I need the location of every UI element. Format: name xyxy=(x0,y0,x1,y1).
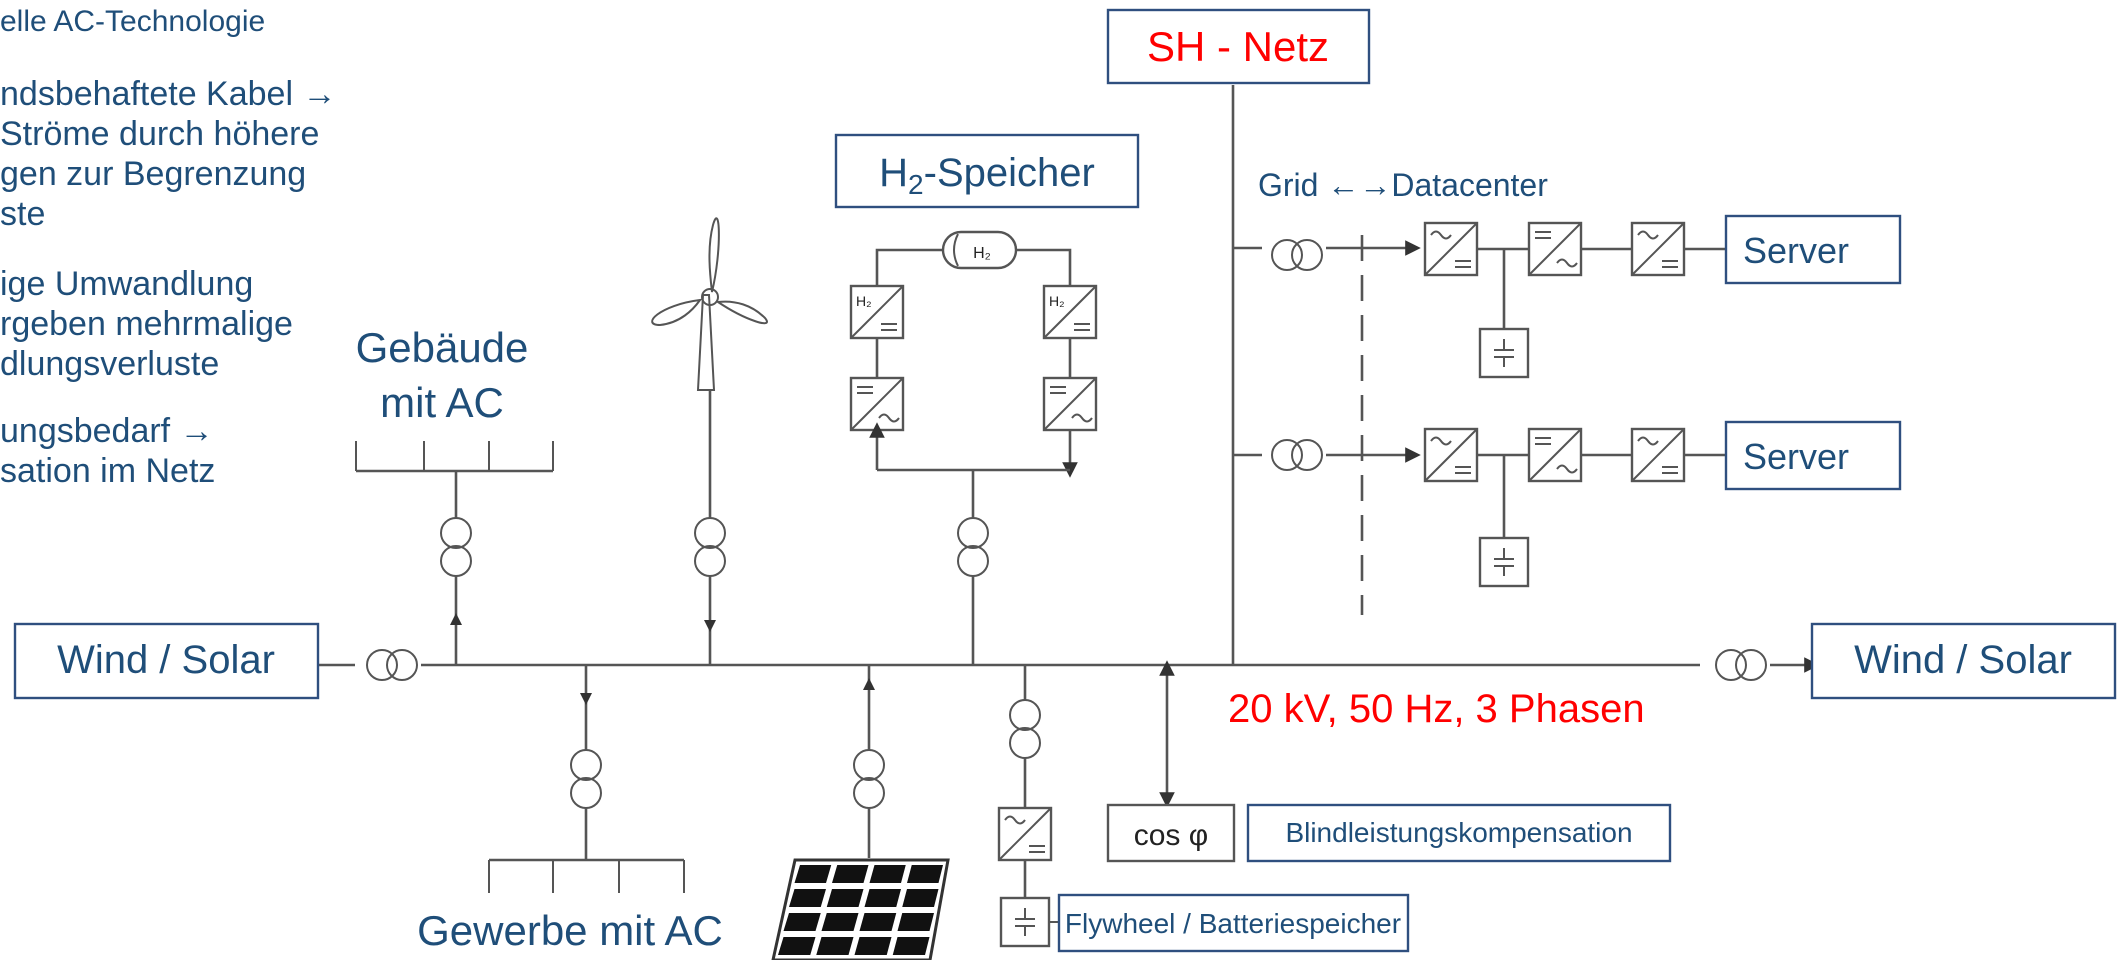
main-bus xyxy=(318,649,1820,681)
solar-cell xyxy=(789,889,826,907)
wind-turbine-icon xyxy=(651,217,768,391)
solar-cell xyxy=(869,865,906,883)
gewerbe-label: Gewerbe mit AC xyxy=(417,907,723,954)
ac-dc-converter-icon xyxy=(1423,427,1479,483)
flywheel-branch: Flywheel / Batteriespeicher xyxy=(997,665,1410,953)
arrow-icon xyxy=(580,693,592,705)
grid-spec: 20 kV, 50 Hz, 3 Phasen xyxy=(1228,687,1645,731)
sh-netz-box xyxy=(1106,8,1371,85)
solar-cell xyxy=(783,913,821,931)
wind-solar-left-label: Wind / Solar xyxy=(57,638,275,682)
h2-tank-icon: H₂ xyxy=(941,230,1018,270)
transformer-icon xyxy=(1009,699,1041,759)
left-line-2: Ströme durch höhere xyxy=(0,115,319,153)
transformer-icon xyxy=(1715,649,1767,681)
svg-text:H₂: H₂ xyxy=(1049,293,1065,309)
datacenter-row-1: Server xyxy=(1233,214,1902,379)
ac-dc-converter-icon xyxy=(997,806,1053,862)
left-line-1: ndsbehaftete Kabel → xyxy=(0,75,336,113)
cos-phi-label: cos φ xyxy=(1134,819,1208,852)
flywheel-label: Flywheel / Batteriespeicher xyxy=(1065,908,1401,939)
solar-branch xyxy=(771,665,950,960)
svg-text:H₂: H₂ xyxy=(856,293,872,309)
solar-cell xyxy=(902,889,939,907)
wind-turbine-branch xyxy=(651,217,768,665)
blindleistung-box xyxy=(1246,803,1672,863)
h2-speicher-branch: H2-Speicher H₂ H₂ H₂ xyxy=(834,133,1140,665)
gebaeude-label-2: mit AC xyxy=(380,379,504,426)
sh-netz-label: SH - Netz xyxy=(1147,23,1329,70)
transformer-icon xyxy=(366,649,418,681)
solar-cell xyxy=(826,889,864,907)
solar-cell xyxy=(794,865,832,883)
dc-ac-converter-icon xyxy=(849,376,905,432)
solar-cell xyxy=(832,865,869,883)
solar-cell xyxy=(897,913,934,931)
transformer-icon xyxy=(1271,439,1323,471)
solar-cell xyxy=(892,937,930,955)
arrow-icon xyxy=(704,620,716,632)
left-line-4: ste xyxy=(0,195,45,233)
server-1-box xyxy=(1724,214,1902,285)
left-line-8: ungsbedarf → xyxy=(0,412,214,450)
wind-solar-right-label: Wind / Solar xyxy=(1854,638,2072,682)
h2-speicher-label: H2-Speicher xyxy=(879,151,1095,200)
server-2-label: Server xyxy=(1743,436,1849,477)
blindleistung-label: Blindleistungskompensation xyxy=(1285,817,1632,848)
ac-dc-converter-icon xyxy=(1423,221,1479,277)
left-line-6: rgeben mehrmalige xyxy=(0,305,293,343)
arrow-icon xyxy=(450,613,462,625)
battery-icon xyxy=(1478,536,1530,588)
solar-cell xyxy=(907,865,943,883)
solar-cell xyxy=(816,937,854,955)
dc-ac-converter-icon xyxy=(1527,221,1583,277)
solar-panel-icon xyxy=(771,858,950,960)
gebaeude-label-1: Gebäude xyxy=(356,324,529,371)
battery-icon xyxy=(999,896,1051,948)
left-heading: elle AC-Technologie xyxy=(0,5,265,38)
h2-speicher-box xyxy=(834,133,1140,209)
left-line-7: dlungsverluste xyxy=(0,345,219,383)
left-line-3: gen zur Begrenzung xyxy=(0,155,306,193)
solar-cell xyxy=(864,889,901,907)
transformer-icon xyxy=(1271,239,1323,271)
flywheel-box xyxy=(1057,893,1410,953)
transformer-icon xyxy=(853,749,885,809)
solar-cell xyxy=(859,913,897,931)
left-line-5: ige Umwandlung xyxy=(0,265,253,303)
gewerbe-branch: Gewerbe mit AC xyxy=(417,665,723,954)
transformer-icon xyxy=(957,517,989,577)
wind-solar-right-box xyxy=(1810,622,2117,700)
grid-datacenter-label: Grid ←→Datacenter xyxy=(1258,167,1548,203)
solar-cell xyxy=(821,913,859,931)
dc-ac-converter-icon xyxy=(1042,376,1098,432)
datacenter-row-2: Server xyxy=(1233,420,1902,588)
solar-cell xyxy=(778,937,816,955)
server-1-label: Server xyxy=(1743,230,1849,271)
transformer-icon xyxy=(570,749,602,809)
left-text-block: elle AC-Technologie ndsbehaftete Kabel →… xyxy=(0,5,336,490)
arrow-icon xyxy=(863,678,875,690)
ac-dc-converter-icon xyxy=(1630,427,1686,483)
left-line-9: sation im Netz xyxy=(0,452,215,490)
server-2-box xyxy=(1724,420,1902,491)
transformer-icon xyxy=(440,517,472,577)
ac-dc-converter-icon xyxy=(1630,221,1686,277)
cos-phi-box xyxy=(1106,803,1236,863)
battery-icon xyxy=(1478,327,1530,379)
wind-solar-left-box xyxy=(13,622,320,700)
gebaeude-branch: Gebäude mit AC xyxy=(355,324,554,665)
dc-ac-converter-icon xyxy=(1527,427,1583,483)
reactive-comp-branch: cos φ Blindleistungskompensation xyxy=(1106,660,1672,863)
solar-cell xyxy=(854,937,892,955)
svg-text:H₂: H₂ xyxy=(973,245,991,262)
transformer-icon xyxy=(694,517,726,577)
